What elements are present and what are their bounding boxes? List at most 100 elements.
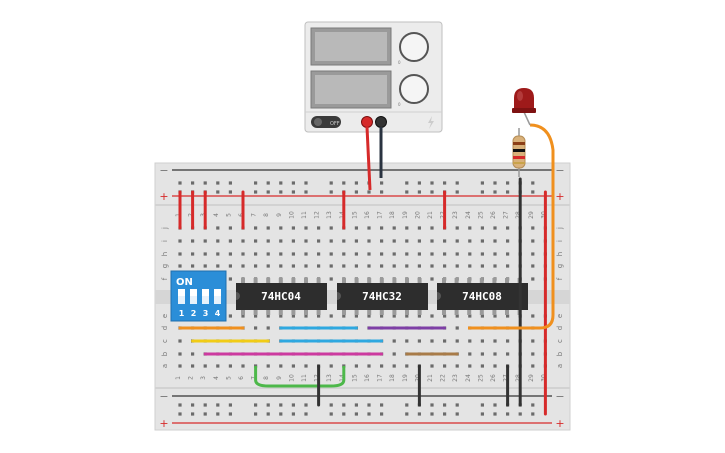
hole[interactable] <box>241 314 245 318</box>
hole[interactable] <box>468 226 472 230</box>
hole[interactable] <box>392 264 396 268</box>
dip-switch-slot[interactable] <box>202 289 209 304</box>
hole[interactable] <box>342 412 346 416</box>
hole[interactable] <box>216 412 220 416</box>
led-to-ic-orange-wire[interactable] <box>468 123 555 330</box>
hole[interactable] <box>405 226 409 230</box>
hole[interactable] <box>354 181 358 185</box>
hole[interactable] <box>291 403 295 407</box>
hole[interactable] <box>241 364 245 368</box>
current-knob[interactable] <box>399 74 429 104</box>
hole[interactable] <box>203 412 207 416</box>
hole[interactable] <box>354 226 358 230</box>
supply-positive-wire[interactable] <box>365 126 372 191</box>
hole[interactable] <box>493 264 497 268</box>
hole[interactable] <box>216 252 220 256</box>
dip-switch-slot[interactable] <box>190 289 197 304</box>
hole[interactable] <box>254 412 258 416</box>
hole[interactable] <box>329 181 333 185</box>
hole[interactable] <box>392 239 396 243</box>
dip-switch-toggle[interactable] <box>214 289 221 296</box>
hole[interactable] <box>430 339 434 343</box>
hole[interactable] <box>405 339 409 343</box>
hole[interactable] <box>317 264 321 268</box>
hole[interactable] <box>203 403 207 407</box>
hole[interactable] <box>254 326 258 330</box>
hole[interactable] <box>531 364 535 368</box>
hole[interactable] <box>216 403 220 407</box>
hole[interactable] <box>329 239 333 243</box>
hole[interactable] <box>380 403 384 407</box>
hole[interactable] <box>178 352 182 356</box>
hole[interactable] <box>531 181 535 185</box>
hole[interactable] <box>279 403 283 407</box>
hole[interactable] <box>531 277 535 281</box>
hole[interactable] <box>506 190 510 194</box>
hole[interactable] <box>443 181 447 185</box>
hole[interactable] <box>493 364 497 368</box>
hole[interactable] <box>203 264 207 268</box>
hole[interactable] <box>279 252 283 256</box>
hole[interactable] <box>304 403 308 407</box>
hole[interactable] <box>531 252 535 256</box>
hole[interactable] <box>480 364 484 368</box>
hole[interactable] <box>380 412 384 416</box>
hole[interactable] <box>392 352 396 356</box>
dip-switch-toggle[interactable] <box>190 289 197 296</box>
hole[interactable] <box>266 264 270 268</box>
hole[interactable] <box>392 314 396 318</box>
hole[interactable] <box>455 190 459 194</box>
hole[interactable] <box>191 264 195 268</box>
hole[interactable] <box>480 252 484 256</box>
hole[interactable] <box>291 226 295 230</box>
hole[interactable] <box>405 314 409 318</box>
hole[interactable] <box>354 364 358 368</box>
hole[interactable] <box>405 181 409 185</box>
hole[interactable] <box>506 226 510 230</box>
hole[interactable] <box>191 252 195 256</box>
hole[interactable] <box>367 364 371 368</box>
hole[interactable] <box>430 181 434 185</box>
hole[interactable] <box>455 264 459 268</box>
hole[interactable] <box>178 264 182 268</box>
hole[interactable] <box>178 339 182 343</box>
hole[interactable] <box>342 181 346 185</box>
hole[interactable] <box>317 239 321 243</box>
hole[interactable] <box>455 226 459 230</box>
hole[interactable] <box>329 252 333 256</box>
hole[interactable] <box>417 226 421 230</box>
hole[interactable] <box>354 190 358 194</box>
hole[interactable] <box>266 403 270 407</box>
hole[interactable] <box>228 364 232 368</box>
hole[interactable] <box>354 314 358 318</box>
hole[interactable] <box>367 252 371 256</box>
hole[interactable] <box>405 264 409 268</box>
hole[interactable] <box>254 239 258 243</box>
hole[interactable] <box>380 190 384 194</box>
hole[interactable] <box>216 364 220 368</box>
negative-terminal[interactable] <box>375 116 387 128</box>
hole[interactable] <box>468 314 472 318</box>
hole[interactable] <box>317 314 321 318</box>
hole[interactable] <box>455 339 459 343</box>
hole[interactable] <box>354 264 358 268</box>
hole[interactable] <box>329 226 333 230</box>
hole[interactable] <box>216 190 220 194</box>
hole[interactable] <box>203 239 207 243</box>
hole[interactable] <box>455 364 459 368</box>
hole[interactable] <box>228 403 232 407</box>
hole[interactable] <box>493 190 497 194</box>
hole[interactable] <box>354 412 358 416</box>
hole[interactable] <box>367 264 371 268</box>
hole[interactable] <box>291 181 295 185</box>
hole[interactable] <box>531 339 535 343</box>
hole[interactable] <box>430 226 434 230</box>
hole[interactable] <box>329 403 333 407</box>
hole[interactable] <box>291 314 295 318</box>
hole[interactable] <box>228 181 232 185</box>
dip-switch-toggle[interactable] <box>202 289 209 296</box>
dip-switch-toggle[interactable] <box>178 289 185 296</box>
hole[interactable] <box>228 314 232 318</box>
hole[interactable] <box>417 252 421 256</box>
hole[interactable] <box>531 190 535 194</box>
